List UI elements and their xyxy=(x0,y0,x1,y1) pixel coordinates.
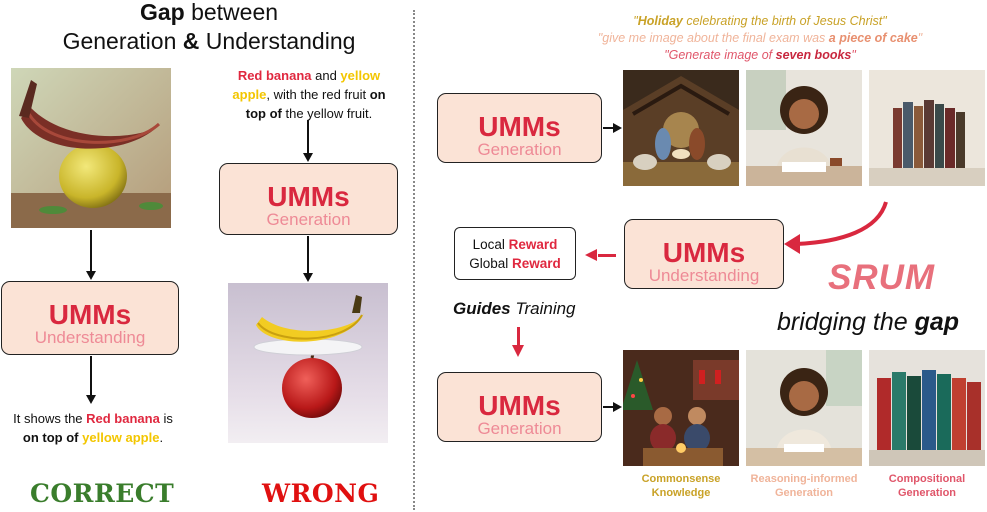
understanding-label: Understanding xyxy=(34,328,146,347)
banana-on-apple-wrong-image xyxy=(228,283,388,443)
exam-image-top xyxy=(746,70,862,186)
arrow-head xyxy=(585,249,597,261)
arrow-understanding-to-answer xyxy=(90,356,92,396)
srum-label: SRUM xyxy=(828,258,936,297)
title-gap: Gap xyxy=(139,0,185,25)
arrow-generation-to-image xyxy=(307,236,309,274)
title-between: between xyxy=(184,0,279,25)
arrow-head xyxy=(86,395,96,404)
title-generation: Generation xyxy=(62,28,177,54)
understanding-answer: It shows the Red banana is on top of yel… xyxy=(13,411,173,445)
arrow-gen-to-images-bottom xyxy=(603,406,615,408)
right-understanding-box: UMMs Understanding xyxy=(624,219,784,289)
understanding-label: Understanding xyxy=(648,266,760,285)
reward-box: Local Reward Global Reward xyxy=(454,227,576,280)
exam-image-bottom xyxy=(746,350,862,466)
wrong-image xyxy=(228,283,388,443)
right-generation-box-bottom: UMMs Generation xyxy=(437,372,602,442)
arrow-head xyxy=(613,402,622,412)
left-prompt: Red banana and yellow apple, with the re… xyxy=(232,68,386,121)
curved-arrow-to-understanding xyxy=(784,201,888,254)
left-understanding-box: UMMs Understanding xyxy=(1,281,179,355)
arrow-head xyxy=(303,273,313,282)
books-image-bottom xyxy=(869,350,985,466)
caption-compositional: Compositional Generation xyxy=(888,473,966,499)
christmas-family-image xyxy=(623,350,739,466)
umms-label: UMMs xyxy=(478,111,561,142)
caption-commonsense: Commonsense Knowledge xyxy=(641,473,721,499)
nativity-scene-image xyxy=(623,70,739,186)
local-reward-label: Local xyxy=(472,237,509,252)
generation-label: Generation xyxy=(266,210,351,229)
caption-reasoning: Reasoning-informed Generation xyxy=(750,473,858,499)
umms-label: UMMs xyxy=(662,237,746,268)
correct-image xyxy=(11,68,171,228)
smiling-student-image xyxy=(746,70,862,186)
arrow-gen-to-images-top xyxy=(603,127,615,129)
arrow-prompt-to-generation xyxy=(307,120,309,154)
prompt-exam: "give me image about the final exam was … xyxy=(597,31,923,45)
left-generation-box: UMMs Generation xyxy=(219,163,398,235)
seven-books-image xyxy=(869,70,985,186)
generation-label: Generation xyxy=(477,419,562,438)
title-understanding: Understanding xyxy=(205,28,356,54)
arrow-head xyxy=(303,153,313,162)
arrow-head xyxy=(613,123,622,133)
arrow-head xyxy=(86,271,96,280)
panel-divider xyxy=(413,10,415,510)
right-prompts: "Holiday celebrating the birth of Jesus … xyxy=(560,13,960,64)
wrong-label: WRONG xyxy=(262,479,380,508)
title-ampersand: & xyxy=(182,28,200,54)
christmas-image xyxy=(623,350,739,466)
umms-label: UMMs xyxy=(478,390,561,421)
banana-on-apple-image xyxy=(11,68,171,228)
nativity-image xyxy=(623,70,739,186)
books-image-top xyxy=(869,70,985,186)
arrow-head xyxy=(512,345,524,357)
generation-label: Generation xyxy=(477,140,562,159)
prompt-holiday: "Holiday celebrating the birth of Jesus … xyxy=(633,14,887,28)
prompt-books: "Generate image of seven books" xyxy=(664,48,856,62)
left-title: Gap between Generation & Understanding xyxy=(40,0,378,56)
bridging-the-gap-label: bridging the gap xyxy=(777,308,960,336)
arrow-image-to-understanding xyxy=(90,230,92,272)
arrow-understanding-to-reward xyxy=(598,254,616,257)
umms-label: UMMs xyxy=(267,181,350,212)
guides-training-label: Guides Training xyxy=(453,299,576,318)
right-generation-box-top: UMMs Generation xyxy=(437,93,602,163)
colorful-books-image xyxy=(869,350,985,466)
correct-label: CORRECT xyxy=(30,479,175,508)
smiling-student-image-2 xyxy=(746,350,862,466)
umms-label: UMMs xyxy=(48,299,132,330)
arrow-guides-to-generation xyxy=(517,327,520,347)
global-reward-label: Global xyxy=(469,256,512,271)
